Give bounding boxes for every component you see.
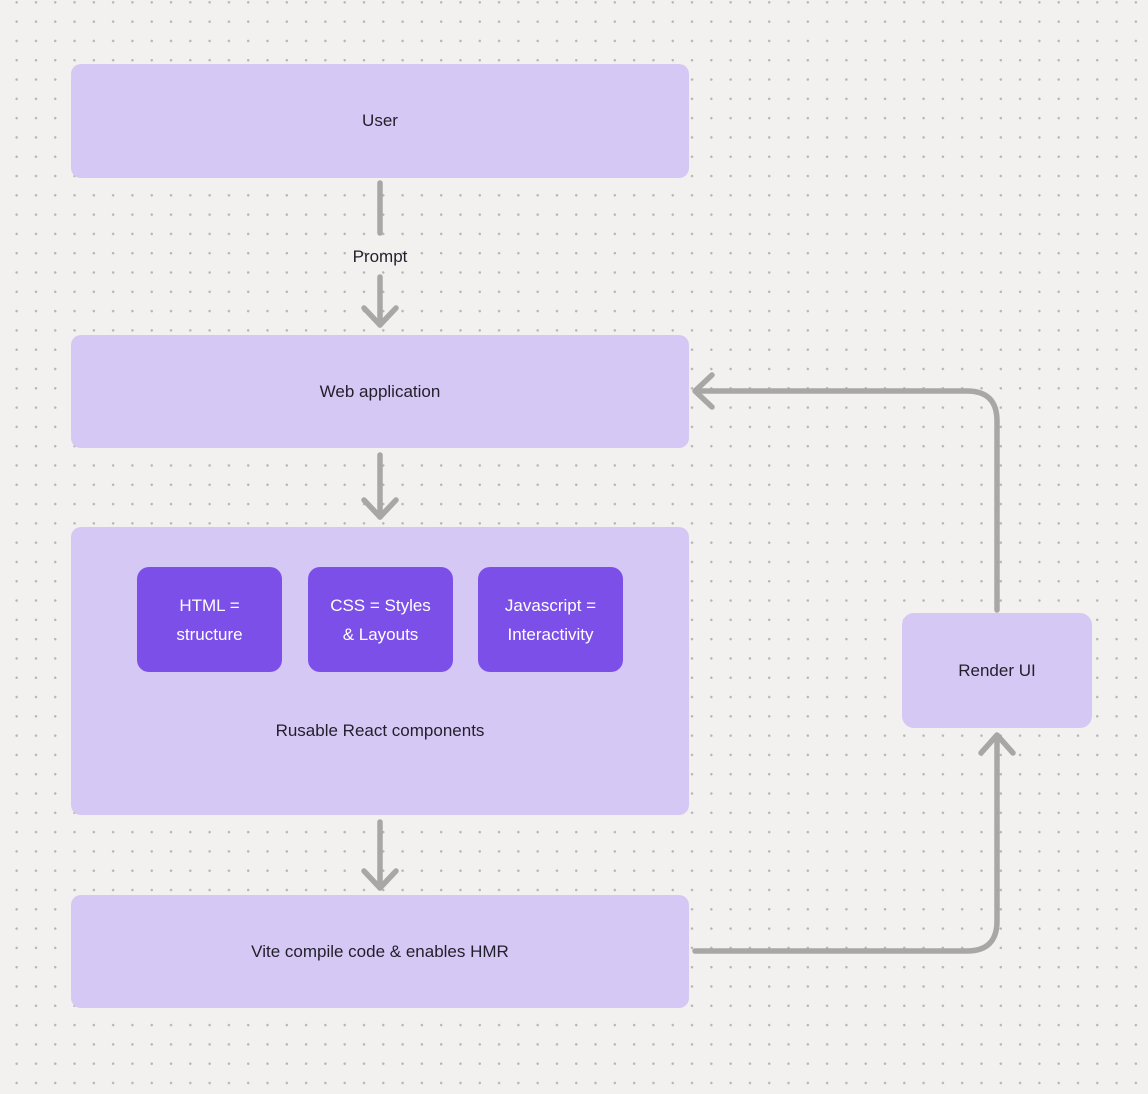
chip-javascript-line2: Interactivity — [507, 624, 594, 644]
arrowhead-down-into-group-icon — [361, 497, 399, 520]
arrowhead-down-into-vite-icon — [361, 868, 399, 891]
arrowhead-left-into-web-icon — [692, 372, 715, 410]
node-web-application: Web application — [71, 335, 689, 448]
node-web-application-label: Web application — [319, 381, 441, 401]
chip-javascript-line1: Javascript = — [504, 595, 597, 615]
chip-css-line1: CSS = Styles — [330, 595, 431, 615]
edge-vite-to-render-shaft — [692, 734, 1000, 954]
node-vite-label: Vite compile code & enables HMR — [251, 941, 509, 961]
node-user-label: User — [362, 111, 398, 130]
arrowhead-down-into-web-icon — [361, 305, 399, 328]
chip-css-line2: & Layouts — [342, 624, 419, 644]
components-group-caption: Rusable React components — [275, 721, 485, 740]
edge-label-prompt: Prompt — [352, 247, 408, 266]
node-user: User — [71, 64, 689, 178]
edge-render-to-web-shaft — [696, 388, 1000, 613]
node-render-ui-label: Render UI — [958, 660, 1036, 680]
node-components-group: HTML = structure CSS = Styles & Layouts … — [71, 527, 689, 815]
node-render-ui: Render UI — [902, 613, 1092, 728]
chip-css: CSS = Styles & Layouts — [308, 567, 453, 672]
chip-html: HTML = structure — [137, 567, 282, 672]
chip-javascript: Javascript = Interactivity — [478, 567, 623, 672]
chip-html-line1: HTML = — [179, 595, 240, 615]
node-vite: Vite compile code & enables HMR — [71, 895, 689, 1008]
chip-html-line2: structure — [176, 624, 243, 644]
arrowhead-up-into-render-icon — [978, 732, 1016, 756]
